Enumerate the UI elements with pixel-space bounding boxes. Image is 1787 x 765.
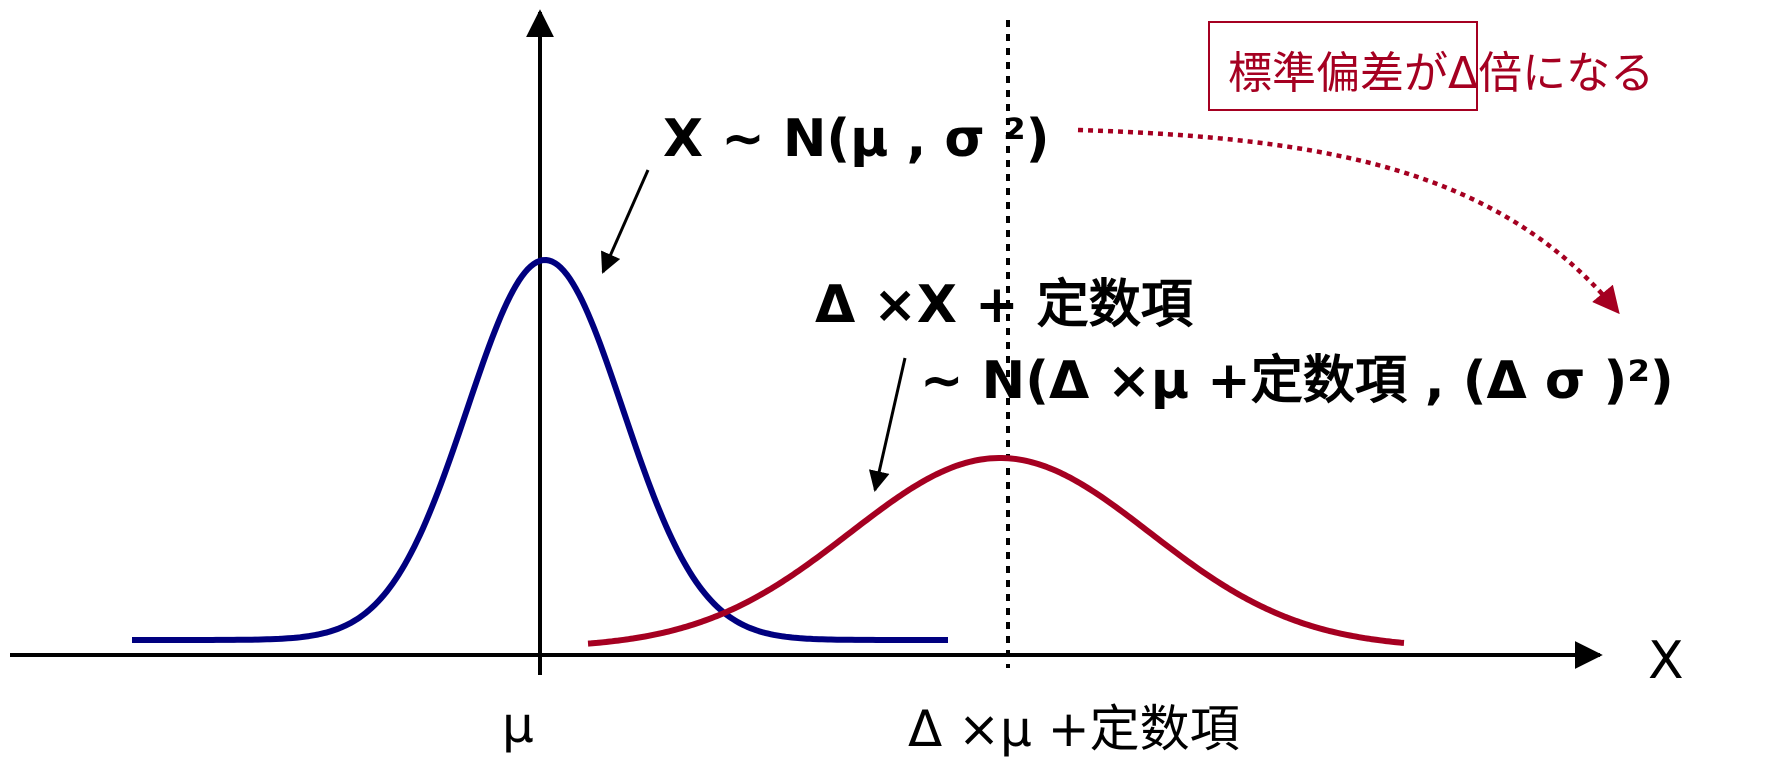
transformed-distribution-curve [587,455,1405,647]
callout-text: 標準偏差がΔ倍になる [1228,48,1654,99]
original-label-pointer-arrow [601,169,650,274]
transformed-expression-label: Δ ×X + 定数項 [815,275,1194,335]
mu-tick-label: μ [502,696,534,754]
transformed-label-pointer-arrow [868,357,907,493]
original-distribution-label: X ∼ N(μ , σ ²) [663,109,1050,169]
x-axis-label: X [1648,631,1684,691]
transformed-distribution-label: ∼ N(Δ ×μ +定数項 , (Δ σ )²) [920,351,1674,411]
shifted-mean-tick-label: Δ ×μ +定数項 [908,700,1240,758]
callout-box [1208,21,1478,111]
original-distribution-curve [132,257,948,643]
sigma-scaling-dotted-arrow [1077,127,1620,315]
